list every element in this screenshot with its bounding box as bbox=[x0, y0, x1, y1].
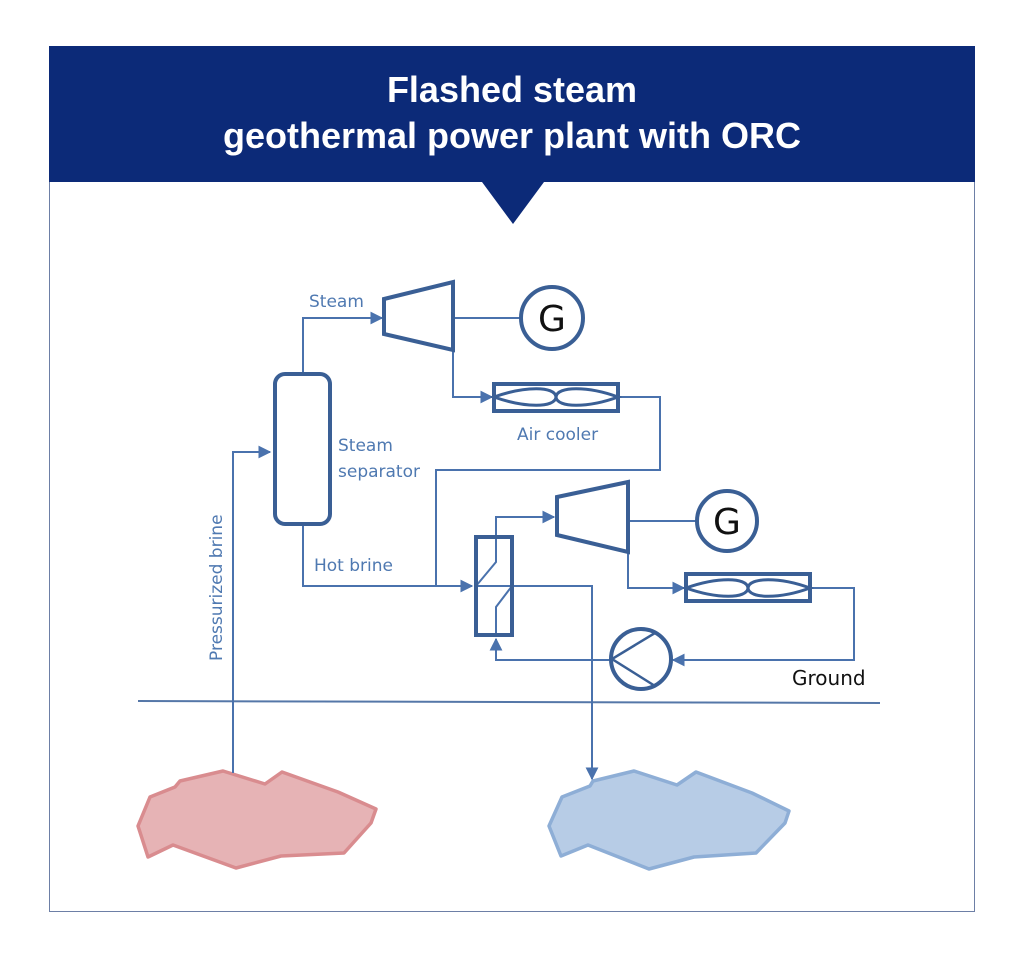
condensate-pipe bbox=[435, 396, 661, 593]
title-line-1: Flashed steam bbox=[386, 69, 638, 110]
steam-separator bbox=[273, 372, 332, 526]
steam-pipe bbox=[302, 311, 384, 374]
hx-inner-line-upper bbox=[475, 537, 497, 587]
ground-line bbox=[137, 700, 881, 704]
pressurized-brine-label: Pressurized brine bbox=[207, 514, 227, 661]
pump-symbol bbox=[609, 631, 656, 688]
air-cooler-1-fan bbox=[489, 387, 623, 407]
title-banner: Flashed steam geothermal power plant wit… bbox=[49, 46, 975, 182]
orc-pump bbox=[609, 627, 673, 691]
turbine-1-exhaust-pipe bbox=[452, 350, 494, 404]
generator-2-circle bbox=[695, 489, 759, 553]
hot-brine-label: Hot brine bbox=[314, 556, 393, 576]
banner-pointer bbox=[482, 182, 544, 224]
reinjection-pipe bbox=[512, 585, 599, 781]
generator-1-circle bbox=[519, 285, 585, 351]
orc-turbine-2 bbox=[555, 479, 630, 555]
air-cooler-2-fan bbox=[681, 578, 815, 598]
orc-vapour-pipe bbox=[495, 510, 556, 537]
title-line-2: geothermal power plant with ORC bbox=[222, 115, 802, 156]
hx-inner-line-lower bbox=[495, 585, 513, 635]
pump-discharge-pipe bbox=[489, 637, 610, 661]
hot-brine-pipe bbox=[302, 524, 436, 587]
ground-label: Ground bbox=[792, 666, 866, 690]
steam-separator-label-2: separator bbox=[338, 462, 420, 482]
steam-turbine-1 bbox=[382, 279, 455, 353]
orc-condensate-pipe bbox=[671, 587, 855, 667]
generator-2-label: G bbox=[713, 502, 741, 543]
steam-separator-label-1: Steam bbox=[338, 436, 393, 456]
turbine-2-exhaust-pipe bbox=[627, 550, 686, 595]
steam-label: Steam bbox=[309, 292, 364, 312]
pressurized-brine-pipe bbox=[232, 445, 272, 773]
air-cooler-label: Air cooler bbox=[517, 425, 598, 445]
generator-1-label: G bbox=[538, 299, 566, 340]
heat-exchanger bbox=[474, 535, 514, 637]
cold-reservoir bbox=[547, 769, 791, 871]
hot-reservoir bbox=[136, 769, 378, 870]
